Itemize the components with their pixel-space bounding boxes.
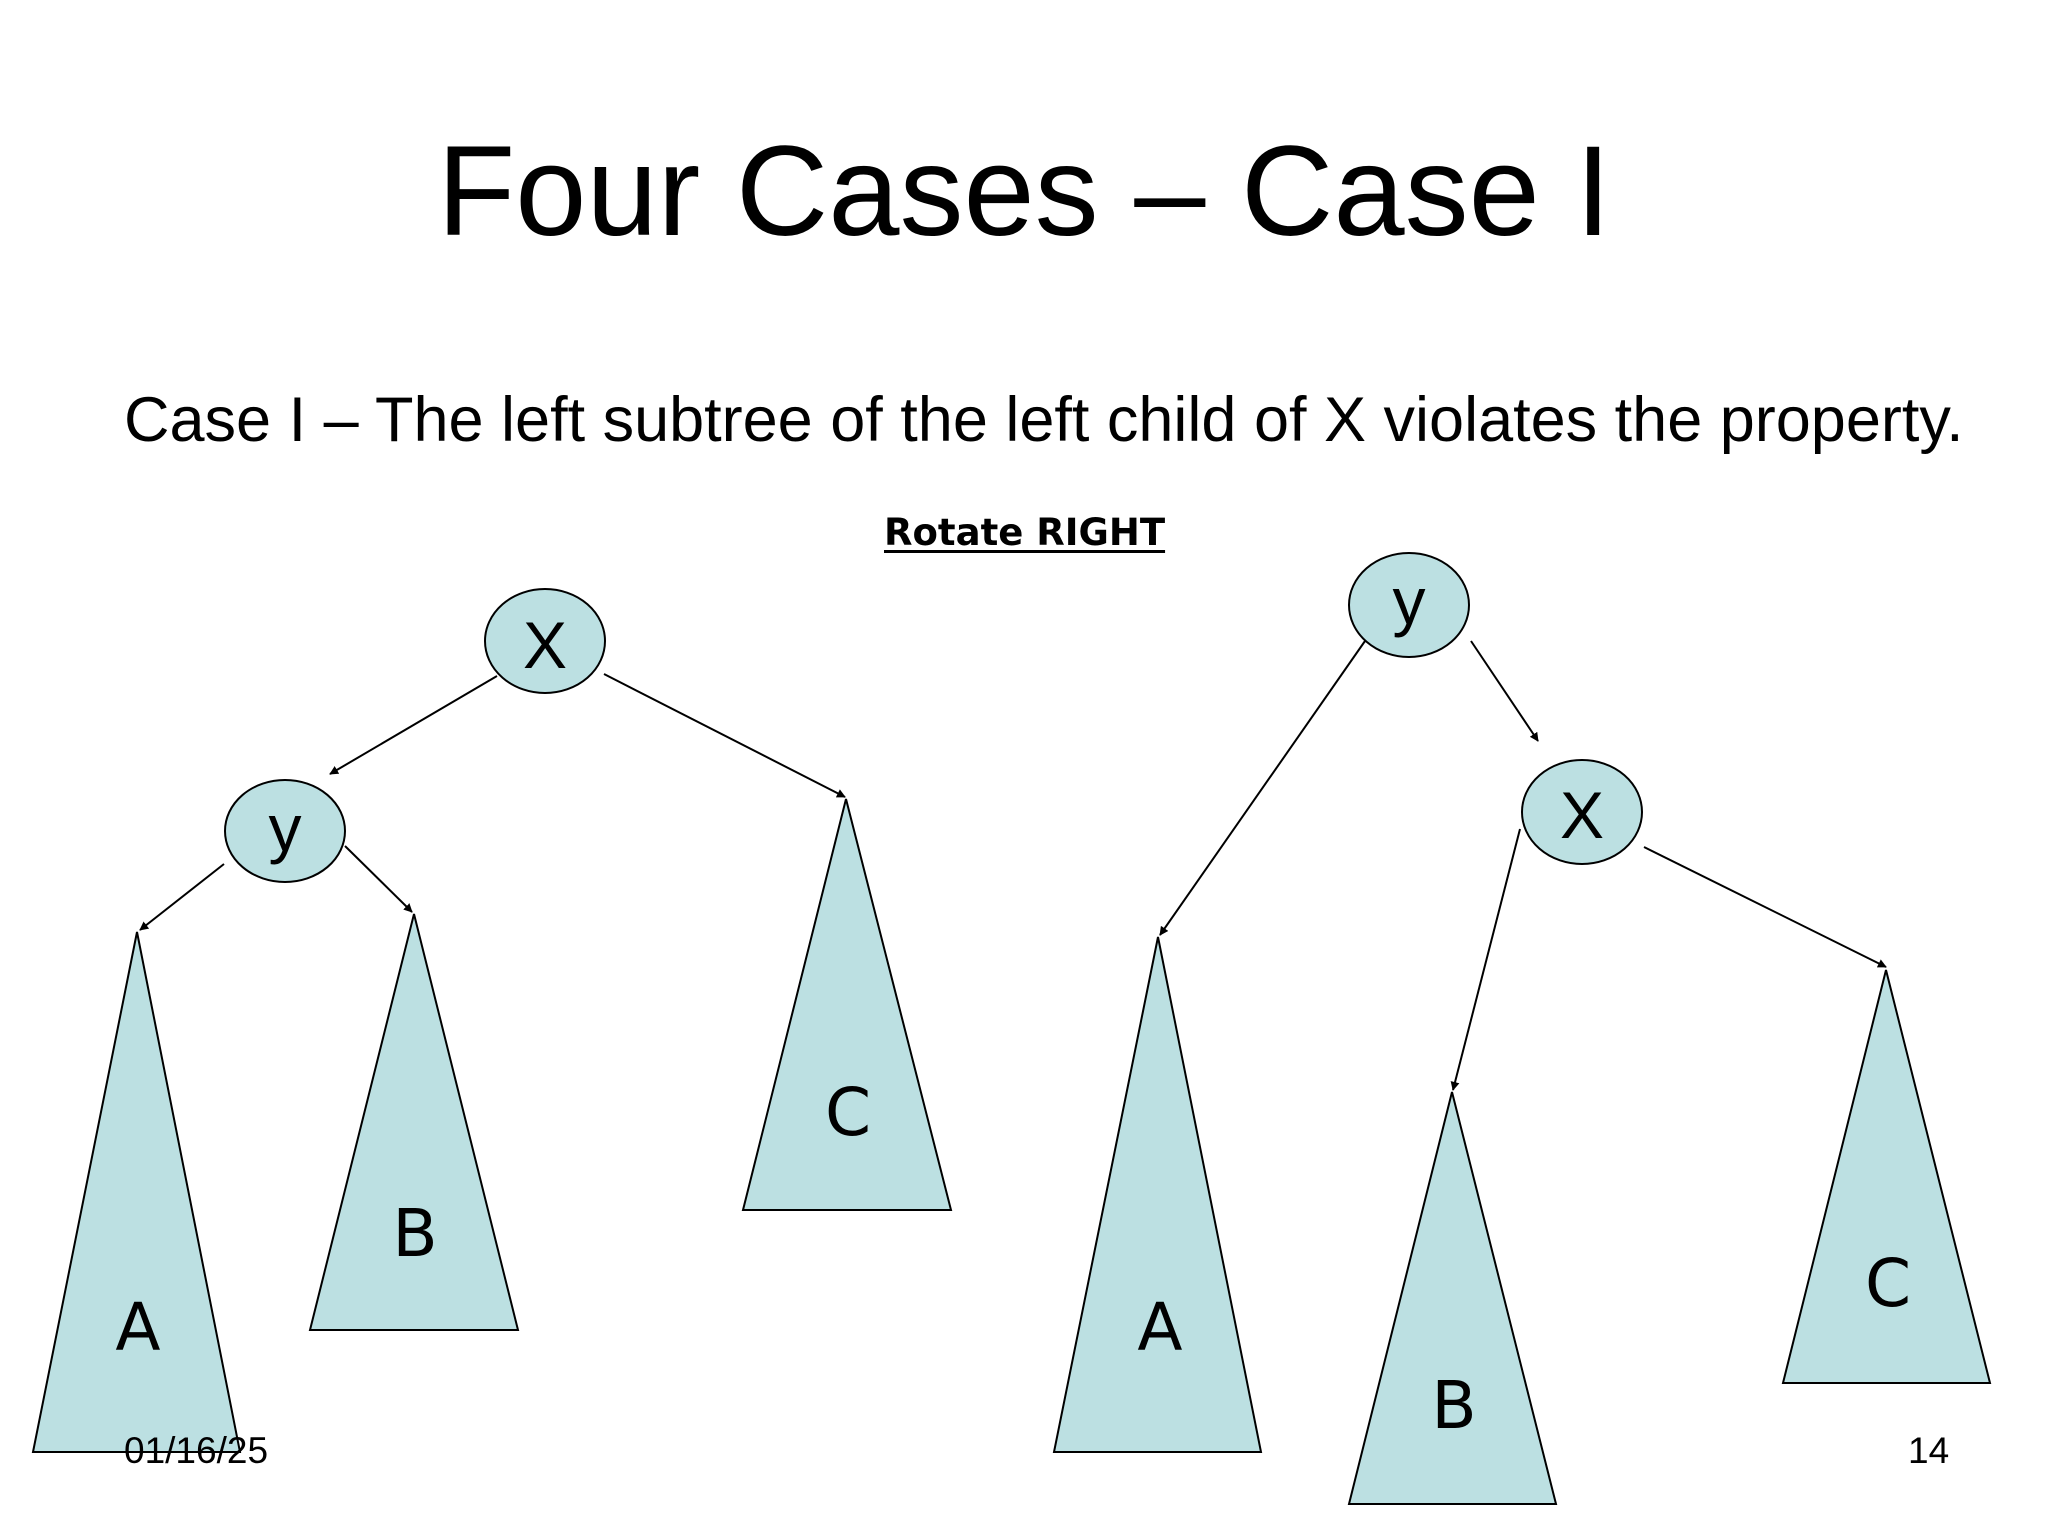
tree-before: A B C X y [31,588,953,1453]
edge-y-to-b [344,845,413,913]
subtree-b-label: B [392,1195,437,1272]
node-y-after-label: y [1393,564,1426,638]
node-x-label: X [523,608,567,682]
page-number: 14 [1908,1430,1950,1471]
edge-y-to-x-after [1470,640,1539,742]
rotate-right-label: Rotate RIGHT [884,511,1166,554]
subtree-a-after-label: A [1137,1289,1182,1366]
node-y [224,779,346,883]
edge-x-to-b-after [1450,828,1521,1091]
subtree-b-after-label: B [1431,1367,1476,1444]
edge-y-to-a [139,863,225,931]
subtree-c-after-triangle [1781,969,1992,1384]
tree-after: A B C y X [1052,552,1992,1505]
subtree-a-triangle [31,931,242,1453]
edge-x-to-y [329,675,498,775]
edge-x-to-c-after [1643,846,1887,968]
subtree-a-after-triangle [1052,936,1263,1453]
subtree-a-label: A [115,1289,160,1366]
node-x [484,588,606,694]
subtree-b-after-triangle [1347,1091,1558,1505]
subtree-b-triangle [308,913,520,1331]
footer-date: 01/16/25 [124,1430,269,1471]
edge-x-to-c [603,673,846,798]
subtree-c-triangle [741,798,953,1211]
node-y-label: y [269,791,302,865]
edge-y-to-a-after [1159,640,1366,936]
subtree-c-label: C [825,1074,871,1151]
case-description: Case I – The left subtree of the left ch… [124,385,1964,455]
node-x-after [1521,759,1643,865]
subtree-c-after-label: C [1865,1245,1911,1322]
slide-title: Four Cases – Case I [437,120,1611,263]
node-x-after-label: X [1560,778,1604,852]
node-y-after [1348,552,1470,658]
